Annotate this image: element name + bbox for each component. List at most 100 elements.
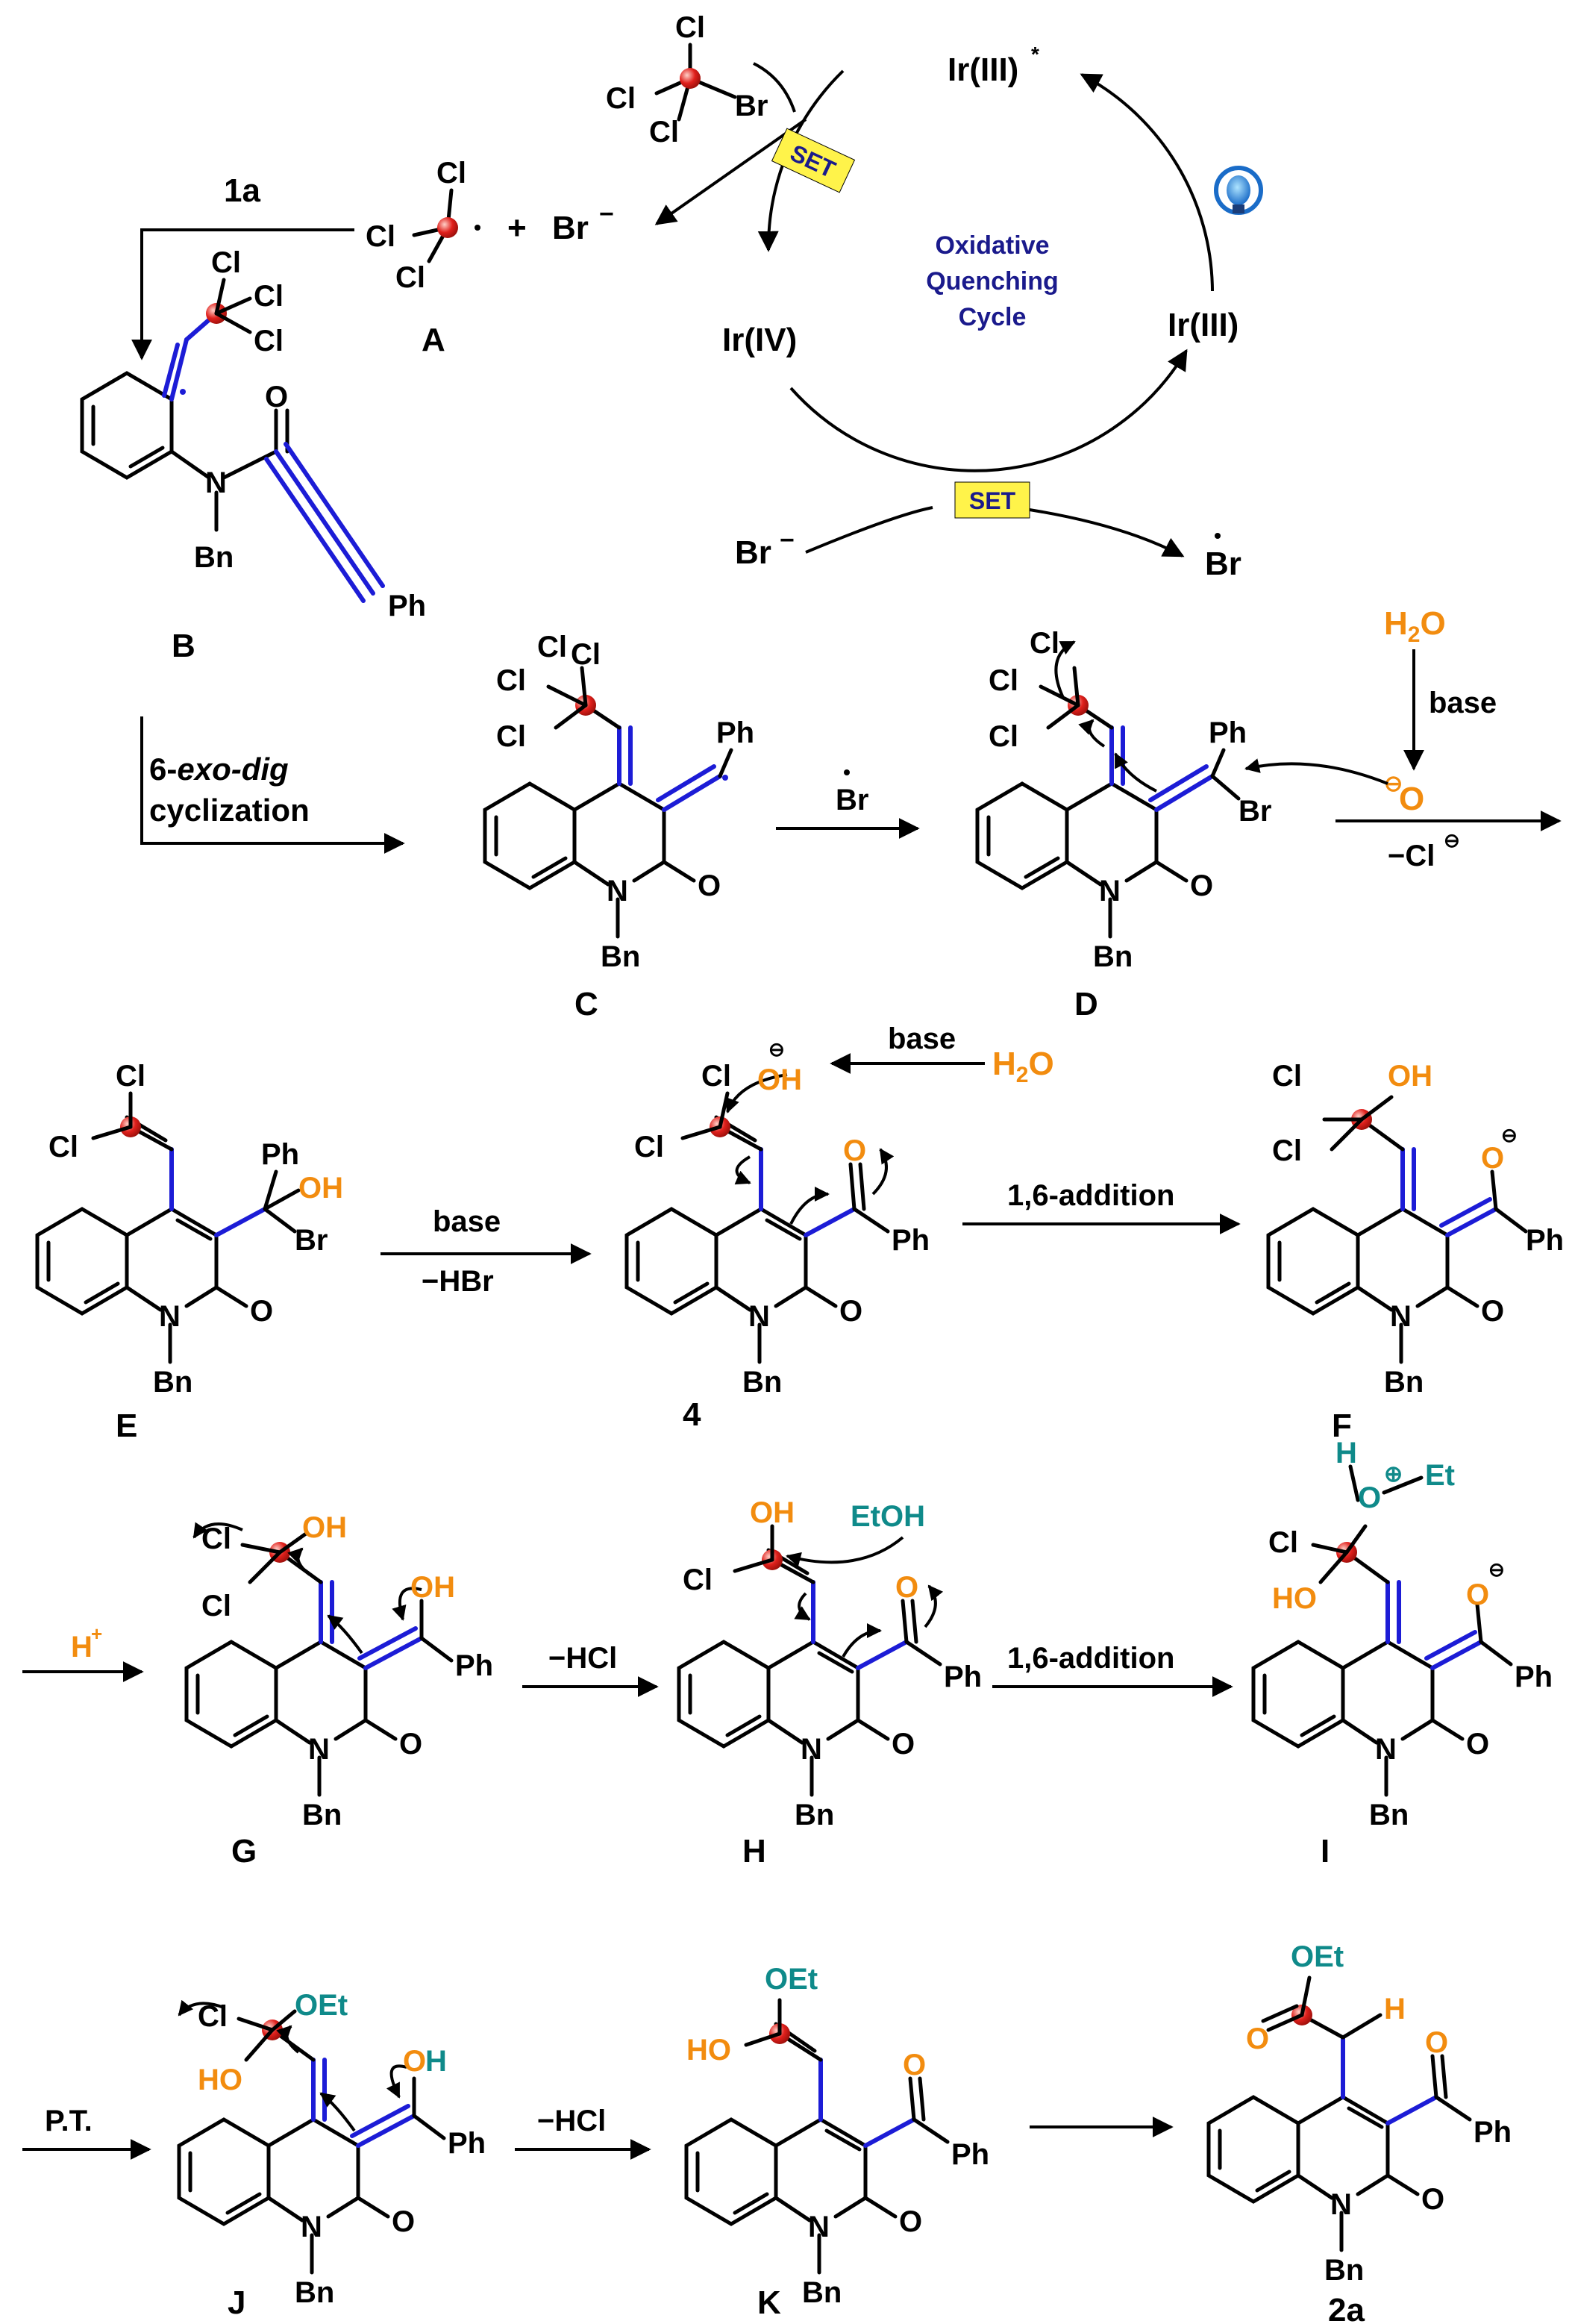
- compound-D: Cl Cl Cl Ph Br N O Bn D: [975, 627, 1271, 1022]
- svg-text:B: B: [172, 628, 195, 664]
- svg-text:Cl: Cl: [989, 664, 1018, 697]
- svg-text:Cl: Cl: [571, 638, 601, 671]
- svg-text:O: O: [1425, 2026, 1448, 2059]
- svg-text:N: N: [801, 1733, 822, 1766]
- svg-text:O: O: [1481, 1295, 1504, 1328]
- ir3-excited-label: Ir(III): [948, 51, 1018, 88]
- svg-text:O: O: [250, 1295, 273, 1328]
- svg-text:Ph: Ph: [261, 1138, 299, 1171]
- svg-text:Cl: Cl: [537, 631, 567, 663]
- compound-F: Cl OH Cl O ⊖ Ph N O Bn F: [1266, 1060, 1564, 1444]
- svg-text:H: H: [1384, 1993, 1406, 2025]
- cbrcl3-reagent: Cl Cl Cl Br: [606, 11, 768, 149]
- photocatalytic-cycle: Ir(III) * Ir(IV) Ir(III) Oxidative Quenc…: [606, 11, 1263, 582]
- svg-text:Br: Br: [735, 90, 768, 122]
- svg-text:N: N: [308, 1733, 330, 1766]
- svg-text:Cl: Cl: [48, 1131, 78, 1163]
- radical-center-icon: [680, 68, 701, 89]
- svg-text:O: O: [839, 1295, 862, 1328]
- svg-text:Cl: Cl: [201, 1590, 231, 1622]
- cycle-arc-ir4-to-ir3: [789, 349, 1188, 472]
- svg-text:2a: 2a: [1328, 2292, 1365, 2324]
- svg-text:H2O: H2O: [1384, 605, 1446, 647]
- svg-text:Br: Br: [552, 210, 589, 246]
- svg-text:Cl: Cl: [116, 1060, 145, 1093]
- reaction-arrow-1a: [131, 228, 354, 360]
- set-box-bottom: SET: [954, 481, 1030, 519]
- svg-text:Cl: Cl: [683, 1564, 713, 1596]
- svg-text:OH: OH: [1388, 1060, 1432, 1093]
- svg-text:O: O: [1358, 1481, 1381, 1514]
- compound-K: OEt HO O Ph N O Bn K: [684, 1963, 989, 2321]
- svg-text:Bn: Bn: [1093, 940, 1133, 973]
- svg-text:O: O: [1466, 1578, 1489, 1611]
- svg-text:Br: Br: [1239, 795, 1271, 828]
- svg-text:Ph: Ph: [716, 716, 754, 749]
- svg-text:Ph: Ph: [1515, 1661, 1553, 1693]
- svg-text:A: A: [422, 322, 445, 358]
- svg-text:Bn: Bn: [795, 1799, 834, 1831]
- svg-text:Cl: Cl: [634, 1131, 664, 1163]
- compound-2a: OEt O H O Ph N O Bn 2a: [1206, 1940, 1512, 2324]
- svg-text:H: H: [71, 1631, 93, 1664]
- svg-text:1,6-addition: 1,6-addition: [1007, 1179, 1174, 1212]
- svg-text:H: H: [742, 1833, 766, 1869]
- svg-text:Bn: Bn: [295, 2276, 334, 2309]
- set-arrow-from-reagent: [753, 62, 796, 113]
- svg-text:Bn: Bn: [601, 940, 640, 973]
- svg-text:C: C: [574, 986, 598, 1022]
- svg-text:O: O: [1466, 1728, 1489, 1761]
- svg-text:Cl: Cl: [1272, 1134, 1302, 1167]
- reagent-1a-label: 1a: [224, 172, 260, 209]
- svg-text:Bn: Bn: [194, 541, 234, 574]
- svg-text:J: J: [228, 2284, 245, 2321]
- svg-text:OH: OH: [298, 1172, 343, 1205]
- svg-text:Br: Br: [295, 1224, 328, 1257]
- svg-text:base: base: [1429, 687, 1497, 719]
- svg-text:O: O: [899, 2205, 922, 2238]
- set-arrow-br-in: [805, 506, 933, 554]
- svg-text:Ph: Ph: [388, 590, 426, 622]
- ir3-label: Ir(III): [1168, 307, 1239, 343]
- svg-text:N: N: [301, 2211, 322, 2243]
- svg-text:O: O: [895, 1571, 918, 1604]
- svg-text:⊖: ⊖: [1501, 1124, 1518, 1146]
- svg-text:O: O: [892, 1728, 915, 1761]
- set-arrow-to-radical: [654, 118, 807, 225]
- svg-text:−: −: [599, 200, 614, 228]
- svg-text:⊖: ⊖: [768, 1038, 785, 1061]
- compound-4: Cl Cl OH ⊖ O Ph N O Bn 4: [624, 1038, 930, 1433]
- svg-text:F: F: [1332, 1408, 1352, 1444]
- svg-text:O: O: [403, 2045, 426, 2078]
- svg-text:1,6-addition: 1,6-addition: [1007, 1642, 1174, 1675]
- svg-text:Bn: Bn: [742, 1366, 782, 1399]
- reaction-arrow-cyclization: [140, 716, 405, 854]
- svg-text:Ph: Ph: [1474, 2116, 1512, 2149]
- svg-text:I: I: [1321, 1833, 1330, 1869]
- svg-text:base: base: [433, 1205, 501, 1238]
- svg-text:Cl: Cl: [366, 220, 395, 253]
- svg-text:H: H: [425, 2045, 447, 2078]
- svg-text:⊖: ⊖: [1444, 829, 1460, 852]
- svg-text:−HBr: −HBr: [422, 1265, 494, 1298]
- svg-text:Bn: Bn: [153, 1366, 192, 1399]
- svg-text:OH: OH: [302, 1511, 347, 1544]
- compound-G: Cl OH Cl OH Ph N O Bn G: [184, 1511, 493, 1869]
- svg-text:Bn: Bn: [1384, 1366, 1424, 1399]
- svg-text:Cl: Cl: [395, 261, 425, 294]
- svg-text:Cl: Cl: [201, 1522, 231, 1555]
- svg-text:Cl: Cl: [1268, 1526, 1298, 1559]
- svg-text:G: G: [231, 1833, 257, 1869]
- svg-text:H: H: [1335, 1437, 1357, 1469]
- svg-text:O: O: [1481, 1142, 1504, 1175]
- svg-text:Cl: Cl: [496, 664, 526, 697]
- svg-text:−HCl: −HCl: [537, 2105, 606, 2137]
- br-radical: Br: [1205, 546, 1241, 582]
- svg-text:−HCl: −HCl: [548, 1642, 617, 1675]
- svg-text:O: O: [399, 1728, 422, 1761]
- svg-text:Cl: Cl: [1272, 1060, 1302, 1093]
- svg-text:base: base: [888, 1022, 956, 1055]
- cyclization-label-1: 6-exo-dig: [149, 752, 289, 787]
- svg-text:P.T.: P.T.: [45, 2105, 93, 2137]
- svg-text:SET: SET: [969, 487, 1016, 514]
